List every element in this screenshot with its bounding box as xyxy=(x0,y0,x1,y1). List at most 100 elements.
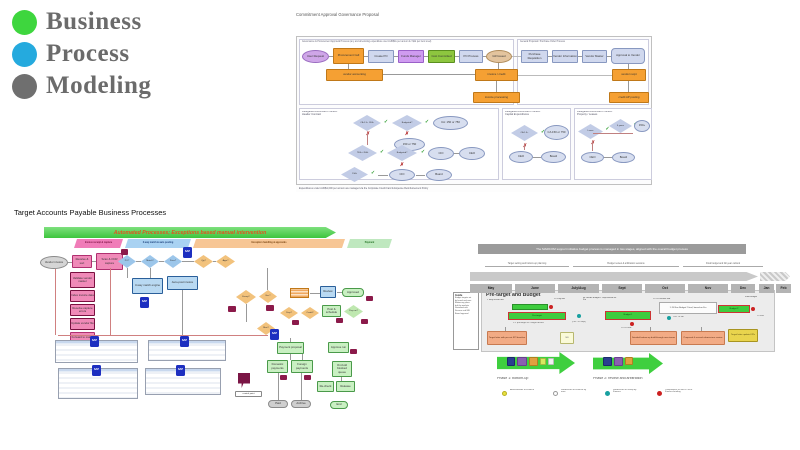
governance-right-header: General Proposal / Purchase Order Proces… xyxy=(520,41,565,43)
month-cell: Dec xyxy=(731,284,755,293)
flow-node: 15 Feb xyxy=(757,315,764,317)
flow-node: 1-15 Nov Budget 2 final, based on Fin xyxy=(659,302,717,314)
flow-node: Approval to Vendor xyxy=(611,48,645,64)
flow-node: 150+ xyxy=(634,120,650,132)
flow-node: (Oct: 10 Sept) xyxy=(572,321,586,323)
flow-node: PO Process xyxy=(459,50,483,63)
flow-node xyxy=(548,56,552,57)
flow-node xyxy=(150,268,151,278)
flow-node: Purchase Requisition xyxy=(521,50,548,63)
gov-panel-a-label: Delegated Authorities Process: Header Co… xyxy=(302,111,338,116)
flow-node xyxy=(394,56,398,57)
flow-node xyxy=(182,261,194,262)
flow-node: Pay run? xyxy=(344,305,363,318)
flow-node xyxy=(290,338,291,342)
flow-node: credit AP posting xyxy=(609,92,649,103)
ap-ribbon-capture: Invoice receipt & capture xyxy=(74,239,123,248)
month-cell: July/Aug xyxy=(558,284,599,293)
flow-node xyxy=(136,261,141,262)
note-chip xyxy=(266,305,274,311)
legend-dot-red xyxy=(657,391,662,396)
flow-node: 150k xyxy=(341,167,368,182)
flow-node: Board xyxy=(612,152,635,163)
flow-node: On-hold blocked queue xyxy=(332,361,352,377)
accounts-payable-diagram: Target Accounts Payable Business Process… xyxy=(14,208,426,424)
flow-node: GR Issued xyxy=(486,50,512,63)
sap-workflow-icon: SAP xyxy=(176,365,185,376)
flow-node: CIO xyxy=(428,147,454,160)
flow-node: Target letter update KPIs xyxy=(728,329,758,342)
governance-left-header: Governance & Procurement Approval Proces… xyxy=(302,41,432,43)
governance-title: Commitment Approval Governance Proposal xyxy=(296,12,379,17)
flow-node xyxy=(578,56,582,57)
legend-label: Submission to Group by Finance xyxy=(613,389,637,394)
gov-panel-b-label: Delegated Authorities Process: Capital E… xyxy=(505,111,541,116)
flow-node xyxy=(383,74,475,75)
check-icon: ✓ xyxy=(424,119,430,126)
sap-workflow-icon: SAP xyxy=(270,329,279,340)
timeline-segment: Final budget and full-year outlook xyxy=(683,259,763,267)
flow-node: Domestic payments xyxy=(267,360,288,373)
flow-node: Resolve capture errors xyxy=(70,304,95,316)
flow-node: CM: +4 6m xyxy=(673,316,684,318)
flow-node: Procurement Cell xyxy=(333,48,364,64)
logo-word-modeling: Modeling xyxy=(46,72,152,99)
flow-node: Approve run xyxy=(328,342,349,353)
gov-panel-c-label: Delegated Authorities Process: Property … xyxy=(577,111,613,116)
flow-node xyxy=(533,157,541,158)
flow-node: Credit? xyxy=(301,307,319,319)
flow-node xyxy=(507,357,515,366)
logo-word-business: Business xyxy=(46,8,142,35)
flow-node: invoice / credit xyxy=(475,69,518,81)
check-icon: ✓ xyxy=(379,149,385,156)
flow-node: Match? xyxy=(141,255,159,268)
flow-node: Post & schedule xyxy=(322,305,341,317)
flow-node: Disp? xyxy=(280,307,298,319)
flow-node xyxy=(498,63,499,69)
flow-node: 5 years xyxy=(609,119,632,133)
logo-dot-blue xyxy=(12,42,37,67)
flow-node: Final budget xyxy=(745,296,758,298)
check-icon: ✓ xyxy=(383,119,389,126)
timeline-segment: Budget review & arbitration sessions xyxy=(573,259,679,267)
flow-node xyxy=(529,357,538,366)
sap-workflow-icon: SAP xyxy=(183,247,192,258)
note-chip xyxy=(350,349,357,354)
workflow-queue xyxy=(290,288,309,298)
milestone-dot xyxy=(549,305,553,309)
flow-node xyxy=(110,268,111,335)
flow-node: Vendor Master xyxy=(582,50,607,63)
sap-workflow-icon: SAP xyxy=(90,336,99,347)
budget-banner: The MARCOM support initiative budget pro… xyxy=(478,244,746,254)
gov-user-request: User Request xyxy=(302,50,329,63)
timeline-segment: Target setting and bottom-up planning xyxy=(485,259,569,267)
flow-node xyxy=(540,358,546,365)
cross-icon: ✗ xyxy=(364,131,372,139)
legend-dot-white xyxy=(553,391,558,396)
flow-node xyxy=(267,268,268,290)
flow-node: Payment proposal xyxy=(277,342,304,354)
flow-node xyxy=(329,56,333,57)
governance-diagram: Commitment Approval Governance Proposal … xyxy=(293,12,659,194)
flow-node: MB xyxy=(560,332,574,344)
milestone-dot xyxy=(577,314,581,318)
flow-node xyxy=(455,56,459,57)
flow-node xyxy=(341,377,342,381)
month-cell: Sept xyxy=(602,284,642,293)
cross-icon: ✗ xyxy=(399,162,405,169)
flow-node xyxy=(55,269,56,335)
flow-node xyxy=(58,335,268,336)
flow-node: invoice processing xyxy=(473,92,520,103)
flow-node xyxy=(159,261,164,262)
sap-workflow-icon: SAP xyxy=(180,336,189,347)
flow-node xyxy=(593,133,633,134)
note-callout xyxy=(238,373,250,388)
flow-node xyxy=(310,293,320,294)
flow-node: CIO xyxy=(389,169,415,181)
ap-ribbon-payment: Payment xyxy=(347,239,392,248)
legend-dot-teal xyxy=(605,391,610,396)
legend-label: Areas/Brands to Finance xyxy=(510,389,535,391)
logo-word-process: Process xyxy=(46,40,130,67)
